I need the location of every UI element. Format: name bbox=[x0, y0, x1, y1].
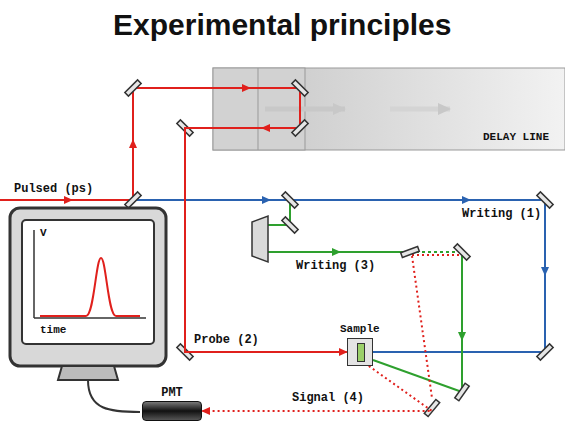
sample-box bbox=[347, 338, 373, 366]
node-label: DELAY LINE bbox=[483, 130, 549, 144]
node-label: PMT bbox=[142, 386, 202, 400]
beam-path bbox=[202, 366, 432, 411]
beam-label: Writing (1) bbox=[462, 207, 541, 221]
beam-label: V bbox=[40, 226, 47, 240]
page-title: Experimental principles bbox=[113, 8, 451, 42]
beam-label: Writing (3) bbox=[296, 259, 375, 273]
beam-label: time bbox=[40, 323, 66, 337]
sample-cell: Sample bbox=[340, 322, 380, 366]
sample-slab bbox=[357, 343, 365, 362]
pmt-detector: PMT bbox=[142, 386, 202, 421]
beam-label: Pulsed (ps) bbox=[14, 182, 93, 196]
beam-label: Probe (2) bbox=[192, 333, 261, 347]
beam-path bbox=[185, 128, 347, 352]
node-label: Sample bbox=[340, 322, 380, 336]
delay-line-stage: DELAY LINE bbox=[213, 68, 565, 150]
pmt-tube bbox=[142, 401, 202, 421]
beam-label: Signal (4) bbox=[290, 391, 366, 405]
